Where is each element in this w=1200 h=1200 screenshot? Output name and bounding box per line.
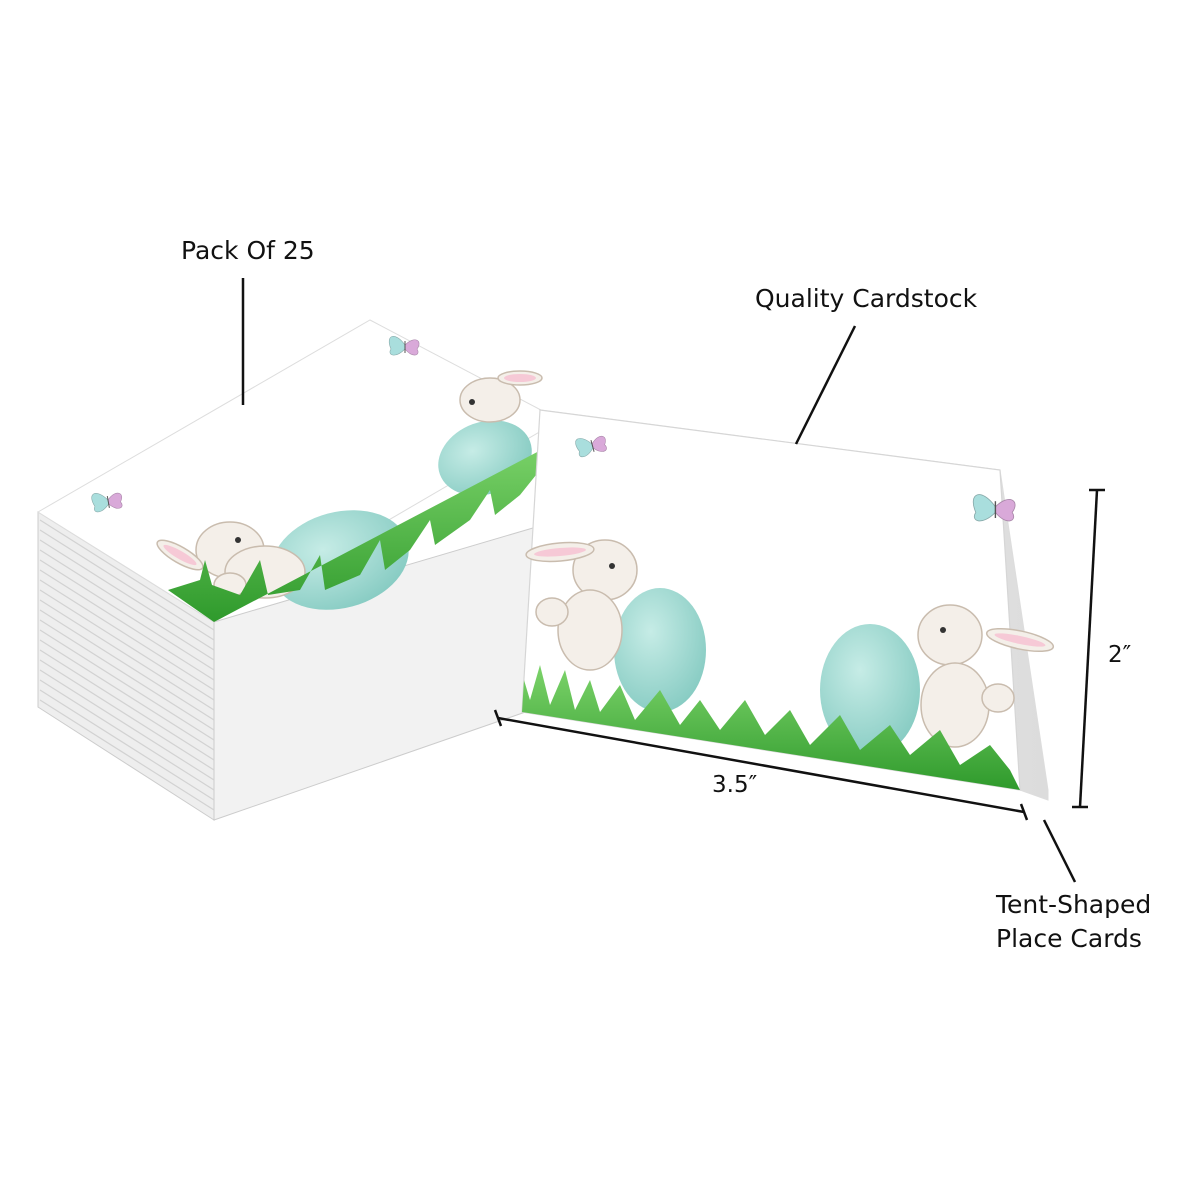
stack-edge-lines bbox=[39, 519, 215, 811]
grass-icon bbox=[168, 440, 560, 622]
bunny-icon bbox=[525, 539, 638, 671]
pack-of-25-label: Pack Of 25 bbox=[181, 236, 315, 265]
tent-card bbox=[521, 409, 1055, 801]
width-dimension-line bbox=[497, 716, 1025, 814]
annotation-lines bbox=[241, 278, 1105, 883]
height-dimension-line bbox=[1078, 489, 1099, 808]
width-tick-left bbox=[493, 709, 503, 727]
height-dimension-label: 2″ bbox=[1108, 642, 1132, 668]
width-dimension-label: 3.5″ bbox=[712, 772, 758, 798]
stack-card-art bbox=[90, 335, 560, 622]
bunny-icon bbox=[459, 370, 543, 423]
card-stack bbox=[37, 319, 562, 821]
tent-shaped-place-cards-label: Tent-Shaped Place Cards bbox=[996, 888, 1151, 956]
quality-cardstock-label: Quality Cardstock bbox=[755, 284, 978, 313]
tent-label-line1: Tent-Shaped bbox=[996, 890, 1152, 919]
quality-pointer-line bbox=[794, 325, 857, 445]
width-tick-right bbox=[1019, 803, 1029, 821]
tent-label-line2: Place Cards bbox=[996, 924, 1142, 953]
easter-egg-icon bbox=[614, 588, 706, 712]
bunny-icon bbox=[917, 604, 1055, 748]
tent-pointer-line bbox=[1042, 819, 1077, 883]
grass-icon bbox=[522, 665, 1020, 790]
easter-egg-icon bbox=[820, 624, 920, 756]
tent-card-art bbox=[522, 431, 1055, 790]
